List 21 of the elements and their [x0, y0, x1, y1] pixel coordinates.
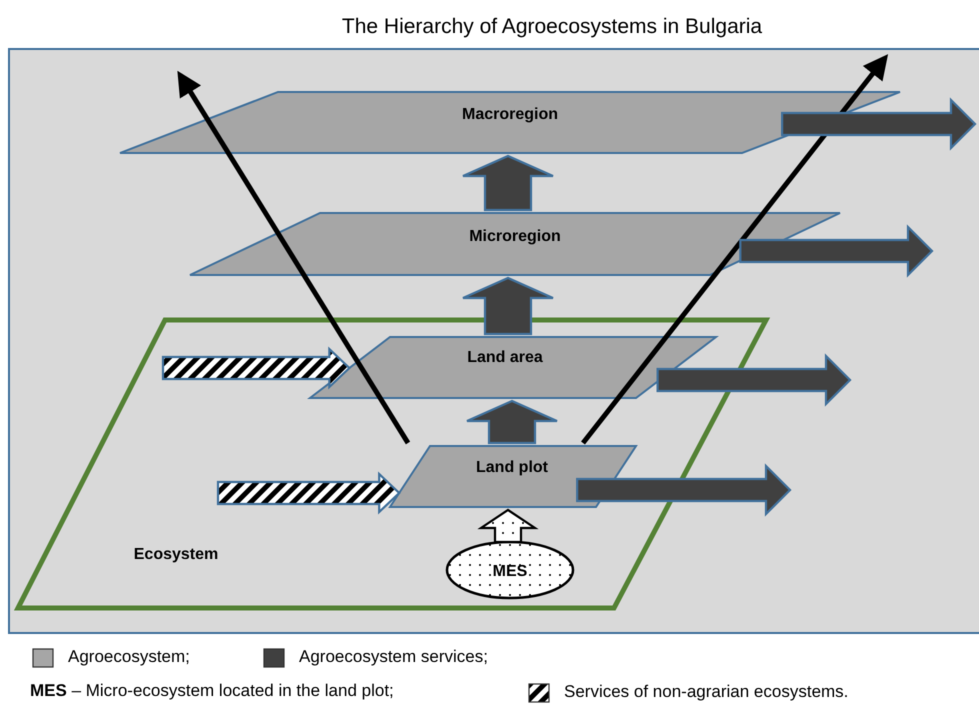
legend-note: MES – Micro-ecosystem located in the land plot;: [30, 681, 394, 701]
block-arrow: [462, 154, 554, 212]
node-label: Land area: [467, 349, 543, 367]
service-outflow-arrow: [739, 224, 934, 278]
node-label: Ecosystem: [134, 546, 218, 564]
legend-label: Services of non-agrarian ecosystems.: [564, 682, 848, 702]
service-inflow-arrow: [162, 346, 351, 390]
node-label: Land plot: [476, 459, 548, 477]
block-arrow: [466, 400, 558, 444]
block-arrow: [477, 508, 539, 544]
service-outflow-arrow: [656, 353, 852, 407]
node-label: Macroregion: [462, 106, 558, 124]
service-inflow-arrow: [216, 471, 401, 515]
node-label: MES: [492, 563, 528, 581]
service-outflow-arrow: [781, 97, 977, 151]
legend-label: Agroecosystem;: [68, 647, 190, 667]
diagram-title: The Hierarchy of Agroecosystems in Bulgaria: [342, 15, 762, 39]
legend-label: Agroecosystem services;: [299, 647, 488, 667]
node-label: Microregion: [469, 228, 561, 246]
block-arrow: [462, 276, 554, 336]
service-outflow-arrow: [576, 463, 792, 517]
